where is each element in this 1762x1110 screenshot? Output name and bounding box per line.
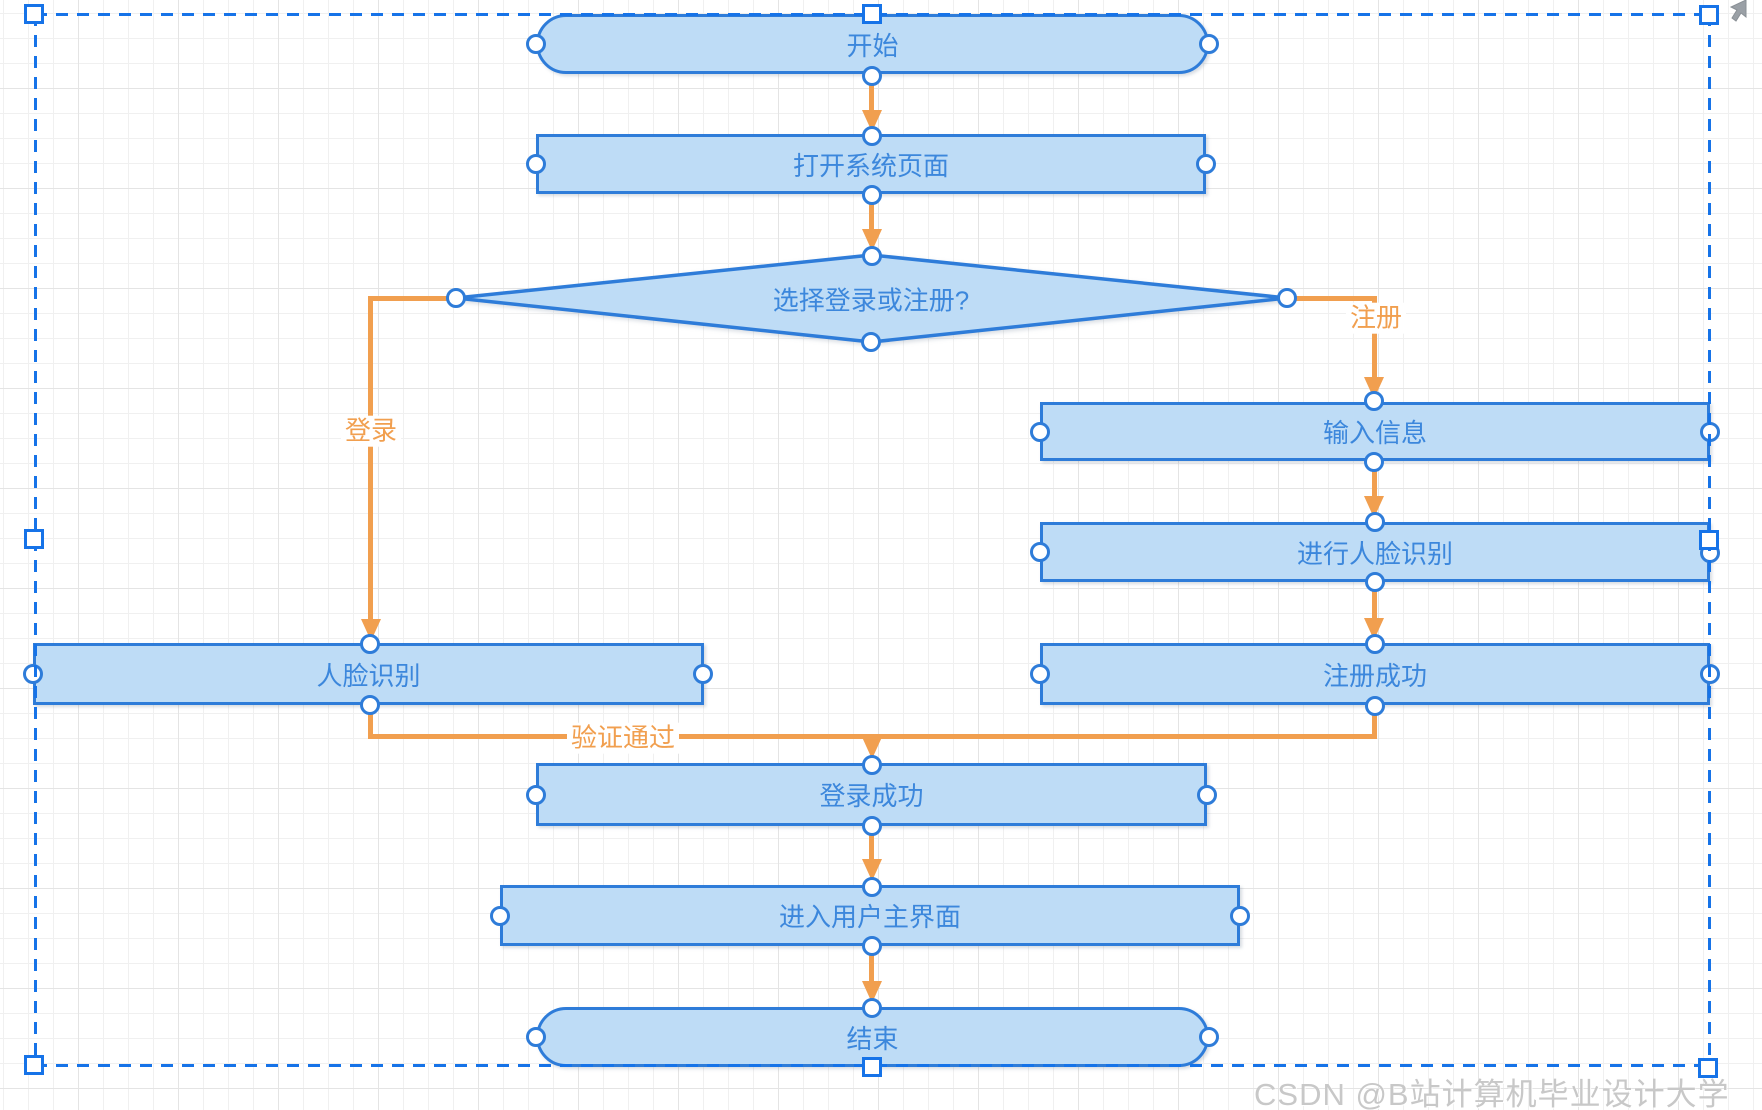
connector-loginsuccess-mainui[interactable]: [869, 826, 874, 861]
node-do-face-recognition[interactable]: 进行人脸识别: [1040, 522, 1710, 582]
selection-handle-middle-left[interactable]: [24, 529, 44, 549]
selection-handle-bottom-left[interactable]: [24, 1055, 44, 1075]
connection-port[interactable]: [862, 936, 882, 956]
connection-port[interactable]: [526, 154, 546, 174]
connector-choose-inputinfo-h[interactable]: [1287, 296, 1377, 301]
connection-port[interactable]: [693, 664, 713, 684]
selection-handle-bottom-right[interactable]: [1698, 1058, 1718, 1078]
edge-label-login: 登录: [340, 415, 402, 447]
selection-handle-bottom-center[interactable]: [862, 1057, 882, 1077]
arrowhead-merge-loginsuccess: [862, 737, 882, 759]
connection-port[interactable]: [862, 185, 882, 205]
arrowhead-mainui-end: [862, 981, 882, 1003]
connector-doface-regsuccess[interactable]: [1372, 582, 1377, 618]
connection-port[interactable]: [1365, 696, 1385, 716]
connection-port[interactable]: [862, 816, 882, 836]
connector-choose-inputinfo-v[interactable]: [1372, 296, 1377, 377]
edge-label-verified: 验证通过: [566, 722, 680, 754]
connector-choose-facerec-h[interactable]: [371, 296, 456, 301]
connection-port[interactable]: [862, 66, 882, 86]
connector-mainui-end[interactable]: [869, 946, 874, 983]
connection-port[interactable]: [1197, 785, 1217, 805]
connection-port[interactable]: [526, 785, 546, 805]
connector-inputinfo-doface[interactable]: [1372, 462, 1377, 496]
connector-choose-facerec-v[interactable]: [368, 296, 373, 619]
connection-port[interactable]: [1230, 906, 1250, 926]
connection-port[interactable]: [1030, 664, 1050, 684]
connector-start-openpage[interactable]: [869, 76, 874, 111]
connection-port[interactable]: [1364, 452, 1384, 472]
connection-port[interactable]: [1365, 634, 1385, 654]
arrowhead-openpage-choose: [862, 229, 882, 251]
connector-merge-horizontal[interactable]: [368, 734, 1377, 739]
connection-port[interactable]: [1199, 1027, 1219, 1047]
connection-port[interactable]: [862, 877, 882, 897]
selection-handle-middle-right[interactable]: [1699, 530, 1719, 550]
connection-port[interactable]: [526, 1027, 546, 1047]
connection-port[interactable]: [861, 332, 881, 352]
connection-port[interactable]: [1196, 154, 1216, 174]
node-choose-login-or-register-label: 选择登录或注册?: [772, 285, 970, 316]
edge-label-register: 注册: [1345, 302, 1407, 334]
connector-facerec-merge[interactable]: [368, 705, 373, 738]
connector-regsuccess-merge[interactable]: [1372, 706, 1377, 738]
selection-handle-top-center[interactable]: [862, 4, 882, 24]
connection-port[interactable]: [862, 998, 882, 1018]
connection-port[interactable]: [862, 755, 882, 775]
connection-port[interactable]: [1030, 422, 1050, 442]
connection-port[interactable]: [360, 695, 380, 715]
connection-port[interactable]: [1030, 542, 1050, 562]
selection-handle-top-left[interactable]: [24, 4, 44, 24]
watermark-text: CSDN @B站计算机毕业设计大学: [1254, 1077, 1730, 1110]
connection-port[interactable]: [23, 664, 43, 684]
connector-openpage-choose[interactable]: [869, 195, 874, 229]
connection-port[interactable]: [1365, 512, 1385, 532]
connection-port[interactable]: [1277, 288, 1297, 308]
connection-port[interactable]: [1365, 572, 1385, 592]
connection-port[interactable]: [862, 126, 882, 146]
arrowhead-loginsuccess-mainui: [862, 859, 882, 881]
connection-port[interactable]: [1199, 34, 1219, 54]
connection-port[interactable]: [862, 246, 882, 266]
connection-port[interactable]: [490, 906, 510, 926]
mouse-cursor-icon: [1729, 0, 1747, 22]
connection-port[interactable]: [360, 634, 380, 654]
connection-port[interactable]: [446, 288, 466, 308]
connection-port[interactable]: [526, 34, 546, 54]
selection-handle-top-right[interactable]: [1699, 5, 1719, 25]
connection-port[interactable]: [1364, 391, 1384, 411]
